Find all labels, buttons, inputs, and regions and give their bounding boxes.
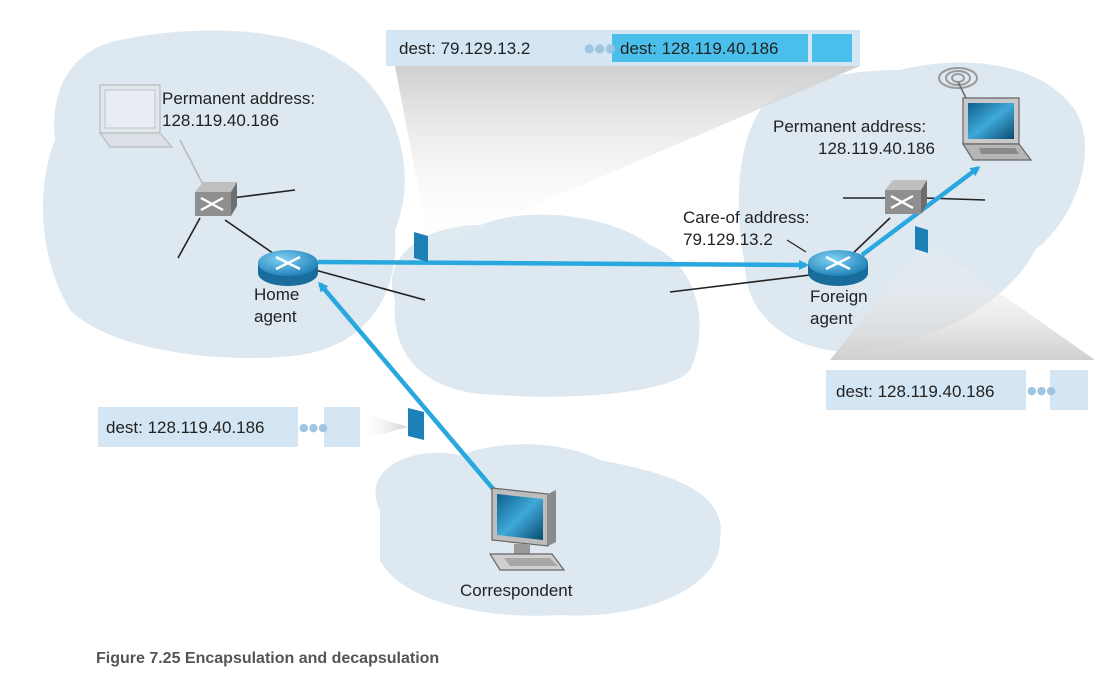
switch-icon <box>885 180 927 214</box>
correspondent-computer-icon <box>488 487 566 571</box>
foreign-permanent-address-ip: 128.119.40.186 <box>818 139 935 158</box>
decapsulated-packet: dest: 128.119.40.186 ●●● <box>826 370 1088 410</box>
decapsulation-funnel <box>830 240 1095 360</box>
care-of-address-ip: 79.129.13.2 <box>683 230 773 249</box>
internet-cloud <box>391 214 700 397</box>
inner-dest-label: dest: 128.119.40.186 <box>620 39 779 58</box>
encapsulated-packet: dest: 79.129.13.2 dest: 128.119.40.186 <box>386 30 860 66</box>
original-packet: dest: 128.119.40.186 ●●● <box>98 407 360 447</box>
packet-marker-encapsulated <box>414 232 428 262</box>
packet-marker-original <box>408 408 424 440</box>
svg-text:●●●: ●●● <box>1027 384 1056 397</box>
foreign-agent-label-line2: agent <box>810 309 853 328</box>
packet-separator-dots: ●●● <box>584 41 615 55</box>
antenna <box>957 81 967 99</box>
laptop-icon <box>98 84 174 148</box>
outer-dest-label: dest: 79.129.13.2 <box>399 39 530 58</box>
decap-dest-label: dest: 128.119.40.186 <box>836 382 995 401</box>
original-dest-label: dest: 128.119.40.186 <box>106 418 265 437</box>
home-permanent-address-ip: 128.119.40.186 <box>162 111 279 130</box>
svg-text:●●●: ●●● <box>299 421 328 434</box>
wireless-signal-icon <box>938 67 978 89</box>
foreign-agent-router-icon <box>808 250 868 286</box>
home-agent-label-line2: agent <box>254 307 297 326</box>
home-permanent-address-title: Permanent address: <box>162 89 315 108</box>
care-of-address-title: Care-of address: <box>683 208 810 227</box>
home-agent-router-icon <box>258 250 318 286</box>
foreign-permanent-address-title: Permanent address: <box>773 117 926 136</box>
correspondent-label: Correspondent <box>460 581 573 600</box>
route-home-to-foreign <box>317 259 809 270</box>
care-of-leader-line <box>786 239 807 253</box>
packet-marker-decapsulated <box>915 226 928 253</box>
foreign-agent-label-line1: Foreign <box>810 287 868 306</box>
switch-icon <box>195 182 237 216</box>
figure-caption: Figure 7.25 Encapsulation and decapsulat… <box>96 650 440 667</box>
original-packet-funnel <box>360 412 408 440</box>
route-correspondent-to-home <box>318 281 496 492</box>
mobile-ip-diagram: dest: 79.129.13.2 dest: 128.119.40.186 ●… <box>43 30 1095 616</box>
encapsulation-funnel <box>395 66 860 250</box>
network-links <box>177 139 986 301</box>
mobile-laptop-icon <box>961 97 1033 161</box>
home-agent-label-line1: Home <box>254 285 299 304</box>
